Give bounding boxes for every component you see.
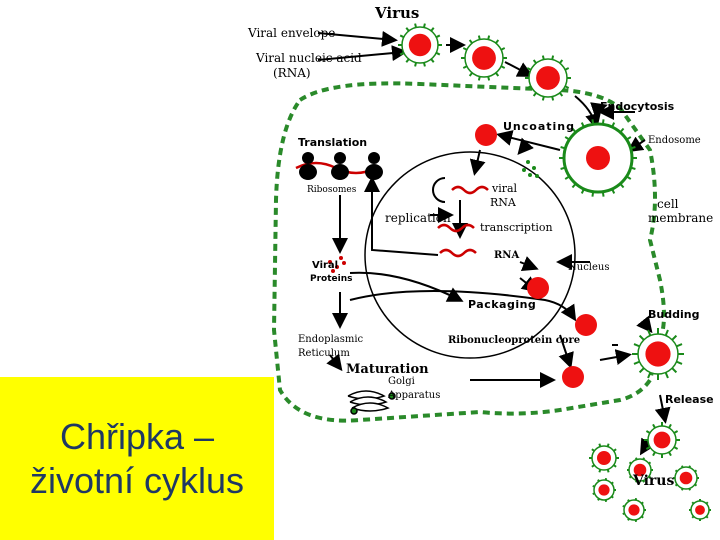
label-membrane: membrane — [648, 211, 713, 225]
label-budding: Budding — [648, 308, 699, 321]
caption-line-2: životní cyklus — [29, 459, 245, 501]
label-viral-proteins-2: Proteins — [310, 274, 352, 284]
virion-group — [398, 23, 711, 522]
virus-icon — [398, 23, 442, 67]
virus-icon — [461, 35, 507, 81]
virus-icon — [622, 498, 646, 522]
replication-loop-arrow — [432, 177, 446, 203]
virus-icon — [644, 422, 680, 458]
virus-icon — [589, 443, 619, 473]
virus-icon — [627, 457, 653, 483]
uncoating-fragments — [522, 160, 539, 178]
label-rna-paren: (RNA) — [273, 66, 311, 80]
label-release: Release — [665, 393, 714, 406]
label-viral-rna-1: viral — [491, 182, 518, 195]
label-viral-proteins-1: Viral — [312, 260, 338, 271]
label-er-2: Reticulum — [298, 348, 350, 359]
label-viral-rna-2: RNA — [490, 196, 517, 209]
diagram-labels: Virus Viral envelope Viral nucleic acid … — [247, 4, 714, 489]
label-virus-top: Virus — [374, 4, 419, 22]
virus-icon — [689, 499, 711, 521]
label-replication: replication — [385, 211, 451, 225]
label-cell: cell — [657, 197, 679, 211]
virus-icon — [592, 478, 616, 502]
label-virus-bottom: Virus — [632, 473, 674, 489]
nucleus-outline — [364, 151, 576, 359]
label-packaging: Packaging — [468, 298, 536, 311]
label-rnp-core: Ribonucleoprotein core — [448, 335, 580, 346]
label-endocytosis: Endocytosis — [600, 100, 675, 113]
label-rna: RNA — [494, 250, 519, 261]
label-er-1: Endoplasmic — [298, 334, 364, 345]
label-uncoating: Uncoating — [503, 120, 575, 133]
label-ribosomes: Ribosomes — [307, 185, 357, 195]
caption-line-1: Chřipka – — [59, 415, 215, 457]
label-viral-envelope: Viral envelope — [247, 26, 335, 40]
virus-icon — [673, 465, 699, 491]
golgi-icon — [347, 390, 396, 415]
label-translation: Translation — [298, 136, 367, 149]
label-viral-nucleic-acid: Viral nucleic acid — [255, 51, 362, 65]
caption-box: Chřipka – životní cyklus — [0, 377, 274, 540]
viral-rna-strands — [437, 185, 489, 258]
arrows — [317, 30, 671, 456]
virus-icon — [559, 119, 637, 197]
label-maturation: Maturation — [346, 362, 429, 377]
label-transcription: transcription — [480, 221, 553, 234]
viral-protein-dots — [328, 256, 346, 273]
plain-virions — [475, 124, 597, 388]
label-endosome: Endosome — [648, 135, 701, 146]
label-nucleus: Nucleus — [568, 262, 609, 273]
virus-icon — [632, 328, 684, 380]
ribosome-icon — [295, 152, 383, 180]
label-golgi-1: Golgi — [388, 376, 415, 387]
virus-icon — [525, 55, 571, 101]
label-golgi-2: Apparatus — [387, 390, 440, 401]
